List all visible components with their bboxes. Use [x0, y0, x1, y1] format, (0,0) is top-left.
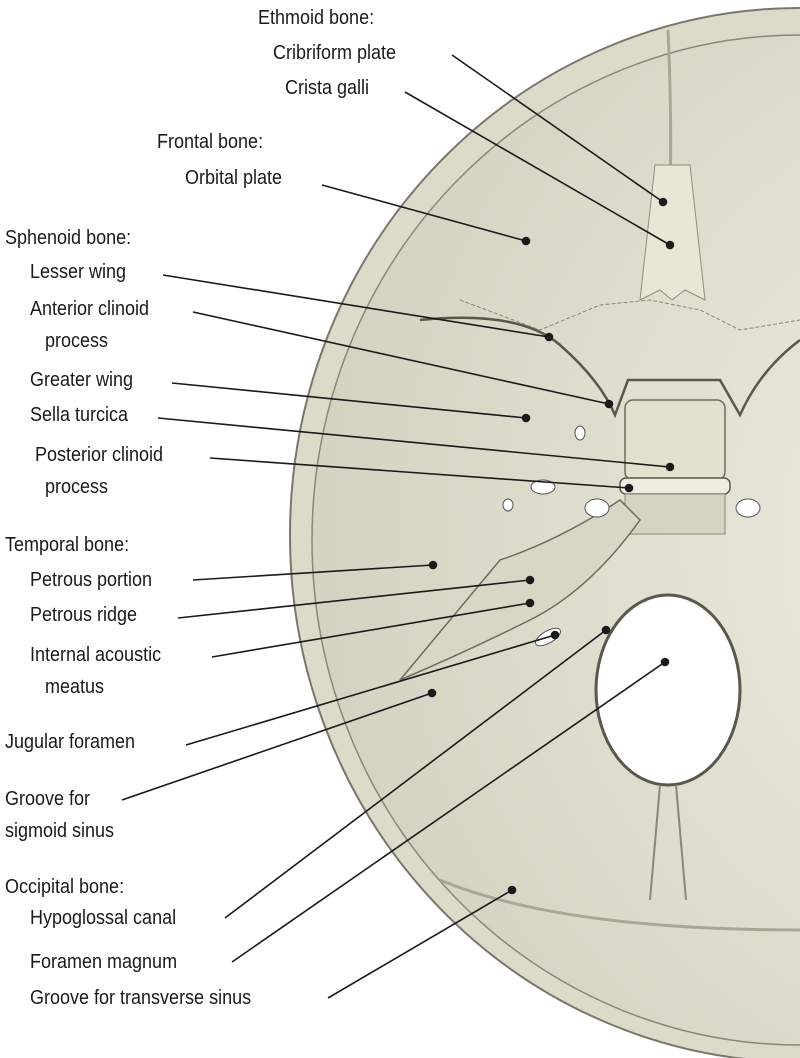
group-sphenoid: Sphenoid bone: [5, 227, 132, 249]
label-hypoglossal-canal: Hypoglossal canal [30, 907, 177, 929]
leader-petrous-portion [192, 564, 434, 581]
leader-transverse-sinus [327, 889, 513, 999]
label-internal-acoustic-line2: meatus [45, 676, 105, 698]
label-internal-acoustic: Internal acoustic [30, 644, 162, 666]
foramen-lacerum [584, 498, 610, 518]
leader-lesser-wing [162, 274, 550, 338]
dorsum-sellae [619, 477, 731, 495]
label-orbital-plate: Orbital plate [185, 167, 283, 189]
group-ethmoid: Ethmoid bone: [258, 7, 375, 29]
label-transverse-sinus: Groove for transverse sinus [30, 987, 252, 1009]
label-sigmoid-sinus-line2: sigmoid sinus [5, 820, 115, 842]
transverse-groove [439, 878, 800, 932]
leader-foramen-magnum [231, 661, 666, 963]
label-posterior-clinoid: Posterior clinoid [35, 444, 164, 466]
leader-jugular-foramen [185, 634, 556, 746]
foramen-ovale [530, 479, 556, 495]
label-sella-turcica: Sella turcica [30, 404, 129, 426]
label-anterior-clinoid-line2: process [45, 330, 109, 352]
label-jugular-foramen: Jugular foramen [5, 731, 136, 753]
label-lesser-wing: Lesser wing [30, 261, 127, 283]
leader-hypoglossal [224, 629, 607, 919]
group-occipital: Occipital bone: [5, 876, 125, 898]
petrous-ridge-shape [399, 499, 641, 681]
label-greater-wing: Greater wing [30, 369, 134, 391]
leader-sella-turcica [157, 417, 671, 468]
group-temporal: Temporal bone: [5, 534, 130, 556]
label-sigmoid-sinus: Groove for [5, 788, 91, 810]
label-foramen-magnum: Foramen magnum [30, 951, 178, 973]
foramen-magnum-shape [594, 593, 742, 787]
leader-greater-wing [171, 382, 527, 419]
label-petrous-ridge: Petrous ridge [30, 604, 138, 626]
sphenoid-suture [459, 299, 800, 331]
cribriform-plate-shape [639, 164, 706, 301]
sella-turcica-shape [624, 399, 726, 481]
leader-petrous-ridge [177, 579, 531, 619]
label-cribriform-plate: Cribriform plate [273, 42, 397, 64]
clivus [624, 493, 726, 535]
label-posterior-clinoid-line2: process [45, 476, 109, 498]
label-anterior-clinoid: Anterior clinoid [30, 298, 150, 320]
label-petrous-portion: Petrous portion [30, 569, 153, 591]
label-crista-galli: Crista galli [285, 77, 370, 99]
internal-occipital-crest [649, 784, 687, 901]
leader-orbital-plate [321, 184, 527, 242]
foramen-lacerum-right [735, 498, 761, 518]
leader-cribriform [451, 54, 664, 203]
group-frontal: Frontal bone: [157, 131, 264, 153]
leader-crista-galli [404, 91, 671, 246]
foramen-spinosum [502, 498, 514, 512]
lesser-wing-ridge [419, 316, 800, 419]
leader-posterior-clinoid [209, 457, 630, 489]
leader-internal-acoustic [211, 602, 531, 658]
foramen-rotundum [574, 425, 586, 441]
leader-anterior-clinoid [192, 311, 610, 405]
leader-lines [121, 54, 675, 999]
leader-sigmoid-sinus [121, 692, 433, 801]
